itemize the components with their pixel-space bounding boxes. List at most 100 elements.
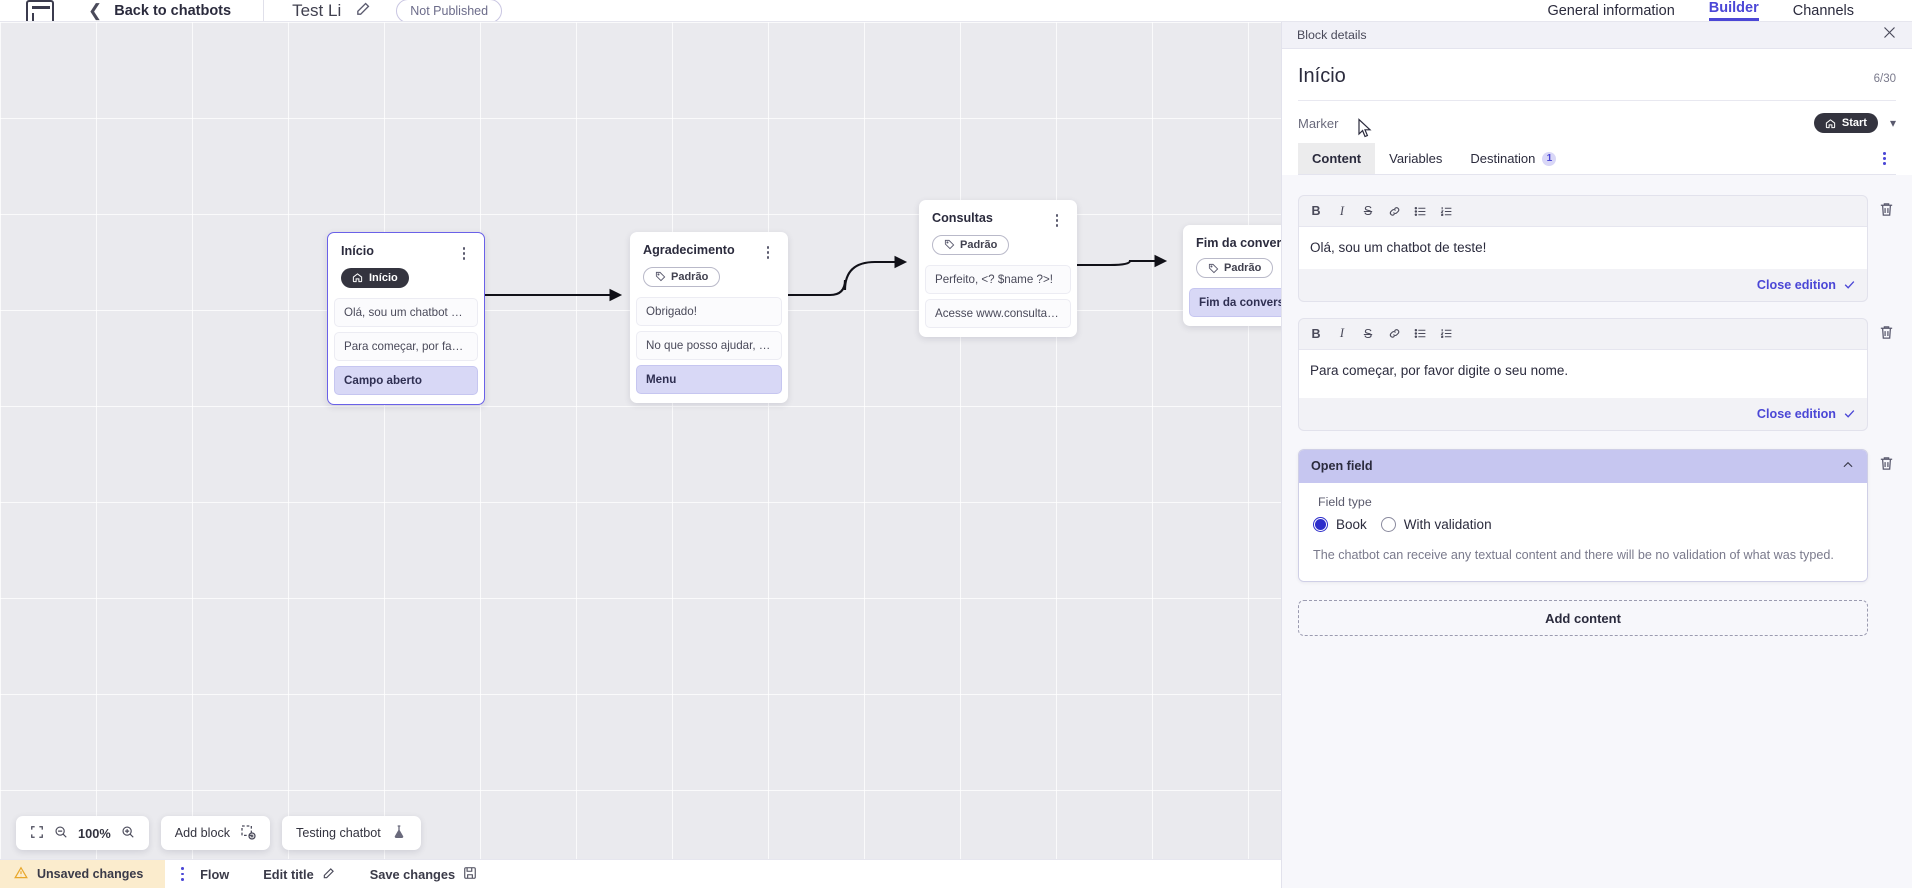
field-type-radio-group: Book With validation <box>1313 516 1853 532</box>
node-menu-button[interactable] <box>457 244 471 260</box>
flow-label: Flow <box>200 866 230 882</box>
open-field-title: Open field <box>1311 459 1373 474</box>
pencil-icon[interactable] <box>355 0 372 21</box>
tab-channels[interactable]: Channels <box>1792 3 1854 19</box>
editor-text[interactable]: Olá, sou um chatbot de teste! <box>1299 227 1867 269</box>
zoom-controls[interactable]: 100% <box>16 816 149 850</box>
italic-icon[interactable]: I <box>1339 326 1345 341</box>
tag-icon <box>1208 263 1219 273</box>
marker-row: Marker Start ▾ <box>1298 101 1896 143</box>
more-options-icon[interactable] <box>181 867 185 881</box>
trash-icon[interactable] <box>1878 455 1896 477</box>
node-header: Fim da conversa <box>1183 225 1281 250</box>
node-message[interactable]: Obrigado! <box>636 296 782 326</box>
zoom-out-icon[interactable] <box>54 825 68 842</box>
node-header: Agradecimento <box>630 232 788 259</box>
open-field-block: Open field Field type Book <box>1298 448 1896 583</box>
block-name: Início <box>1298 65 1346 87</box>
italic-icon[interactable]: I <box>1339 203 1345 218</box>
block-details-panel: Block details Início 6/30 Marker Start ▾ <box>1281 22 1912 888</box>
bold-icon[interactable]: B <box>1311 326 1321 341</box>
divider <box>263 0 265 21</box>
app-logo-icon[interactable] <box>26 0 54 21</box>
trash-icon[interactable] <box>1878 201 1896 223</box>
panel-header-bar: Block details <box>1282 22 1912 49</box>
node-message[interactable]: No que posso ajudar, <? $name ... <box>636 330 782 360</box>
node-badges: Padrão <box>919 227 1077 265</box>
editor-toolbar: B I S <box>1299 196 1867 227</box>
top-bar: ❮ Back to chatbots Test Li Not Published… <box>0 0 1912 22</box>
edit-title-button[interactable]: Edit title <box>263 866 335 883</box>
node-message[interactable]: Para começar, por favor digite o ... <box>334 331 478 361</box>
tab-builder[interactable]: Builder <box>1708 0 1759 21</box>
close-icon[interactable] <box>1882 25 1897 45</box>
node-message[interactable]: Acesse www.consultas.com par... <box>925 298 1071 328</box>
rich-text-editor[interactable]: B I S Para começar, por favor di <box>1298 317 1868 431</box>
strikethrough-icon[interactable]: S <box>1363 204 1373 218</box>
testing-chatbot-button[interactable]: Testing chatbot <box>282 816 421 850</box>
fit-screen-icon[interactable] <box>30 825 44 842</box>
tab-content-label: Content <box>1312 151 1362 166</box>
link-icon[interactable] <box>1383 324 1405 344</box>
node-message[interactable]: Perfeito, <? $name ?>! <box>925 264 1071 294</box>
chevron-down-icon[interactable]: ▾ <box>1889 116 1896 130</box>
destination-count-badge: 1 <box>1542 151 1557 166</box>
bold-icon[interactable]: B <box>1311 204 1321 218</box>
node-menu-button[interactable] <box>1050 211 1064 227</box>
radio-with-validation[interactable] <box>1380 516 1396 532</box>
panel-title-label: Block details <box>1297 28 1367 42</box>
zoom-in-icon[interactable] <box>121 825 135 842</box>
flow-node-consultas[interactable]: Consultas Padrão Perfeito, <? $name ?>! … <box>919 200 1077 337</box>
node-message-accent[interactable]: Menu <box>636 364 782 394</box>
node-menu-button[interactable] <box>761 243 775 259</box>
rich-text-editor[interactable]: B I S Olá, sou um chatbot de tes <box>1298 195 1868 302</box>
radio-option-book[interactable]: Book <box>1313 516 1367 532</box>
block-title-row: Início 6/30 <box>1298 49 1896 101</box>
numbered-list-icon[interactable] <box>1435 324 1457 344</box>
warning-triangle-icon <box>14 866 28 883</box>
top-tabs: General information Builder Channels <box>1547 0 1854 21</box>
panel-body: Início 6/30 Marker Start ▾ Content Varia… <box>1282 49 1912 175</box>
close-edition-button[interactable]: Close edition <box>1299 398 1867 430</box>
save-changes-button[interactable]: Save changes <box>370 866 477 883</box>
trash-icon[interactable] <box>1878 324 1896 346</box>
tab-destination[interactable]: Destination 1 <box>1456 143 1570 174</box>
home-icon <box>352 273 363 283</box>
close-edition-button[interactable]: Close edition <box>1299 269 1867 301</box>
node-badges: Padrão <box>1183 250 1281 288</box>
default-badge-label: Padrão <box>1224 262 1262 274</box>
link-icon[interactable] <box>1383 201 1405 221</box>
editor-toolbar: B I S <box>1299 319 1867 350</box>
editor-text[interactable]: Para começar, por favor digite o seu nom… <box>1299 349 1867 398</box>
back-to-chatbots-link[interactable]: Back to chatbots <box>114 2 232 19</box>
chevron-up-icon[interactable] <box>1841 458 1855 475</box>
node-message-accent[interactable]: Campo aberto <box>334 365 478 395</box>
tab-content[interactable]: Content <box>1298 143 1376 174</box>
tab-general-information[interactable]: General information <box>1547 3 1675 19</box>
node-message-accent[interactable]: Fim da conversa <box>1189 288 1281 317</box>
open-field-header[interactable]: Open field <box>1299 449 1867 483</box>
marker-value: Start <box>1841 117 1867 129</box>
flow-node-fim-da-conversa[interactable]: Fim da conversa Padrão Fim da conversa <box>1183 225 1281 326</box>
flow-button[interactable]: Flow <box>200 867 229 882</box>
bullet-list-icon[interactable] <box>1409 201 1431 221</box>
tab-variables[interactable]: Variables <box>1375 143 1456 174</box>
node-badges: Padrão <box>630 259 788 297</box>
strikethrough-icon[interactable]: S <box>1363 326 1373 341</box>
flow-node-inicio[interactable]: Início Início Olá, sou um chatbot de tes… <box>327 232 485 405</box>
node-message[interactable]: Olá, sou um chatbot de teste! <box>334 297 478 327</box>
add-block-button[interactable]: Add block <box>160 816 271 850</box>
more-options-icon[interactable] <box>1873 151 1896 166</box>
node-header: Consultas <box>919 200 1077 227</box>
bullet-list-icon[interactable] <box>1409 324 1431 344</box>
chevron-left-icon[interactable]: ❮ <box>88 1 103 20</box>
marker-start-badge[interactable]: Start <box>1813 113 1878 133</box>
flow-node-agradecimento[interactable]: Agradecimento Padrão Obrigado! No que po… <box>630 232 788 403</box>
flow-canvas[interactable]: Início Início Olá, sou um chatbot de tes… <box>0 22 1281 888</box>
radio-book[interactable] <box>1313 516 1328 532</box>
radio-option-with-validation[interactable]: With validation <box>1380 516 1492 532</box>
start-badge-label: Início <box>369 271 398 284</box>
check-icon <box>1844 281 1855 289</box>
numbered-list-icon[interactable] <box>1435 201 1457 221</box>
add-content-button[interactable]: Add content <box>1298 600 1868 637</box>
